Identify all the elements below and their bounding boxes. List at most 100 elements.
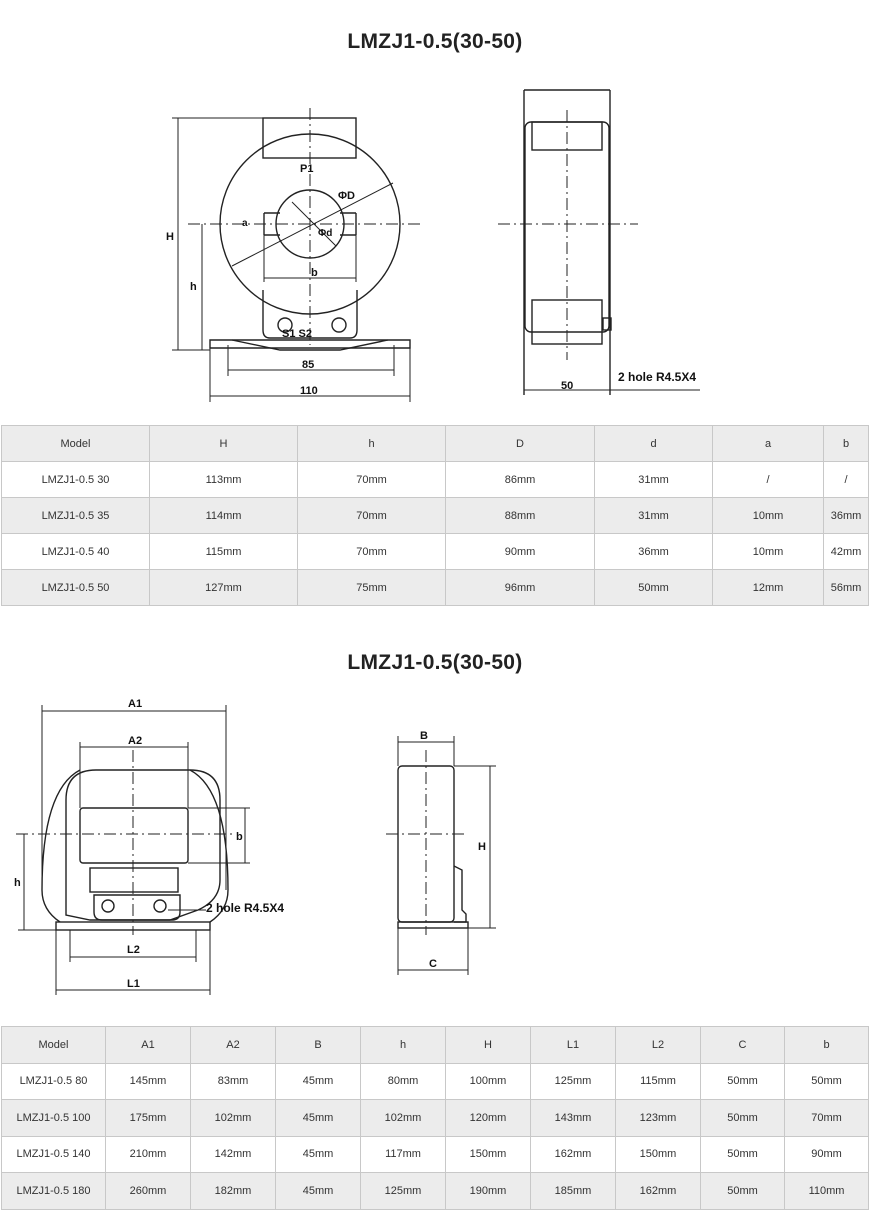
label-C: C [429, 958, 437, 970]
label-b: b [236, 831, 243, 843]
table-cell: 90mm [784, 1135, 869, 1173]
label-L2: L2 [127, 944, 140, 956]
table-cell: 90mm [445, 533, 595, 570]
table-cell: 162mm [615, 1172, 701, 1210]
table-header-cell: d [594, 425, 713, 462]
section2-title: LMZJ1-0.5(30-50) [347, 651, 523, 674]
table-row: LMZJ1-0.5 50 127mm 75mm 96mm 50mm 12mm 5… [1, 569, 869, 606]
table-cell: 70mm [784, 1099, 869, 1137]
table-cell: 10mm [712, 533, 824, 570]
table-cell: 70mm [297, 497, 446, 534]
table-cell: 110mm [784, 1172, 869, 1210]
table-cell: 75mm [297, 569, 446, 606]
table-cell: 50mm [700, 1172, 785, 1210]
label-H: H [166, 231, 174, 243]
table-cell: LMZJ1-0.5 180 [1, 1172, 106, 1210]
table-cell: 56mm [823, 569, 869, 606]
table-cell: 175mm [105, 1099, 191, 1137]
table-header-cell: h [360, 1026, 446, 1064]
table-cell: 31mm [594, 497, 713, 534]
table-cell: / [712, 461, 824, 498]
table-row: LMZJ1-0.5 140 210mm 142mm 45mm 117mm 150… [1, 1135, 869, 1173]
label-B: B [420, 730, 428, 742]
table-cell: 45mm [275, 1172, 361, 1210]
table-cell: 50mm [700, 1135, 785, 1173]
table-cell: 42mm [823, 533, 869, 570]
table-header-cell: L2 [615, 1026, 701, 1064]
table-header-cell: Model [1, 1026, 106, 1064]
table-cell: LMZJ1-0.5 140 [1, 1135, 106, 1173]
table-cell: LMZJ1-0.5 80 [1, 1062, 106, 1100]
table-row: LMZJ1-0.5 30 113mm 70mm 86mm 31mm / / [1, 461, 869, 498]
table-header-cell: h [297, 425, 446, 462]
table-cell: 36mm [823, 497, 869, 534]
label-85: 85 [302, 359, 314, 371]
table-header-cell: b [823, 425, 869, 462]
table-cell: 50mm [784, 1062, 869, 1100]
label-A1: A1 [128, 698, 142, 710]
table-header-row: Model A1 A2 B h H L1 L2 C b [1, 1026, 869, 1064]
table-cell: 50mm [700, 1099, 785, 1137]
table-header-cell: A2 [190, 1026, 276, 1064]
table-cell: 88mm [445, 497, 595, 534]
section1-title: LMZJ1-0.5(30-50) [347, 30, 523, 53]
table-cell: LMZJ1-0.5 40 [1, 533, 150, 570]
table-cell: 70mm [297, 533, 446, 570]
table-header-cell: b [784, 1026, 869, 1064]
label-s1-s2: S1 S2 [282, 328, 312, 340]
table-cell: 100mm [445, 1062, 531, 1100]
label-L1: L1 [127, 978, 140, 990]
table-cell: LMZJ1-0.5 35 [1, 497, 150, 534]
label-p1: P1 [300, 163, 313, 175]
table-cell: 125mm [530, 1062, 616, 1100]
table-header-cell: B [275, 1026, 361, 1064]
label-A2: A2 [128, 735, 142, 747]
table-cell: 143mm [530, 1099, 616, 1137]
table-cell: 36mm [594, 533, 713, 570]
table-cell: 80mm [360, 1062, 446, 1100]
label-a: a [242, 218, 248, 229]
table-cell: 185mm [530, 1172, 616, 1210]
spec-table-1: Model H h D d a b LMZJ1-0.5 30 113mm 70m… [1, 425, 869, 606]
table-cell: 260mm [105, 1172, 191, 1210]
label-h: h [190, 281, 197, 293]
table-cell: 12mm [712, 569, 824, 606]
table-cell: 162mm [530, 1135, 616, 1173]
table-cell: 115mm [615, 1062, 701, 1100]
table-cell: 190mm [445, 1172, 531, 1210]
table-header-row: Model H h D d a b [1, 425, 869, 462]
table-row: LMZJ1-0.5 100 175mm 102mm 45mm 102mm 120… [1, 1099, 869, 1137]
table-header-cell: C [700, 1026, 785, 1064]
table-cell: 117mm [360, 1135, 446, 1173]
label-50: 50 [561, 380, 573, 392]
table-cell: 145mm [105, 1062, 191, 1100]
table-cell: 86mm [445, 461, 595, 498]
table-cell: / [823, 461, 869, 498]
table-cell: 83mm [190, 1062, 276, 1100]
table-header-cell: H [149, 425, 298, 462]
table-header-cell: A1 [105, 1026, 191, 1064]
table-row: LMZJ1-0.5 180 260mm 182mm 45mm 125mm 190… [1, 1172, 869, 1210]
table-cell: 150mm [615, 1135, 701, 1173]
table-row: LMZJ1-0.5 40 115mm 70mm 90mm 36mm 10mm 4… [1, 533, 869, 570]
label-hole-1: 2 hole R4.5X4 [618, 370, 696, 384]
label-b: b [311, 267, 318, 279]
table-cell: 45mm [275, 1062, 361, 1100]
table-cell: 120mm [445, 1099, 531, 1137]
table-cell: 31mm [594, 461, 713, 498]
table-row: LMZJ1-0.5 80 145mm 83mm 45mm 80mm 100mm … [1, 1062, 869, 1100]
table-cell: 102mm [360, 1099, 446, 1137]
table-cell: 123mm [615, 1099, 701, 1137]
table-header-cell: H [445, 1026, 531, 1064]
table-cell: 45mm [275, 1135, 361, 1173]
table-cell: LMZJ1-0.5 50 [1, 569, 150, 606]
drawing-rectangular-transformer: A1 A2 b h 2 hole R4.5X4 L2 L1 B H C [14, 698, 496, 995]
label-phi-d-small: Φd [318, 228, 332, 239]
drawing-round-transformer: P1 ΦD Φd a b H h S1 S2 85 110 50 2 hole … [166, 89, 700, 402]
table-cell: 102mm [190, 1099, 276, 1137]
table-cell: 142mm [190, 1135, 276, 1173]
table-cell: 210mm [105, 1135, 191, 1173]
table-cell: 10mm [712, 497, 824, 534]
table-cell: LMZJ1-0.5 30 [1, 461, 150, 498]
table-header-cell: L1 [530, 1026, 616, 1064]
